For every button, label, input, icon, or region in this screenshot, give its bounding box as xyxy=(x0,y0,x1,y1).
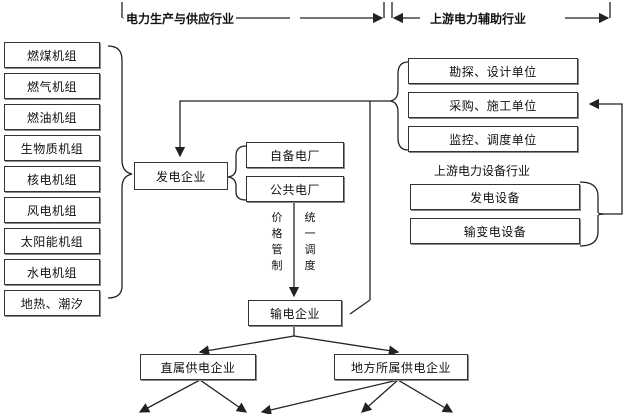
local-supply-company: 地方所属供电企业 xyxy=(334,354,468,380)
gen-type-oil: 燃油机组 xyxy=(4,104,100,130)
equipment-industry-title: 上游电力设备行业 xyxy=(432,162,533,179)
equipment-generation: 发电设备 xyxy=(410,184,580,210)
gen-type-wind: 风电机组 xyxy=(4,197,100,223)
gen-type-solar: 太阳能机组 xyxy=(4,228,100,254)
price-control-label: 价格管制 xyxy=(270,210,284,274)
header-upstream-aux: 上游电力辅助行业 xyxy=(428,10,529,27)
aux-survey-design: 勘探、设计单位 xyxy=(408,58,578,84)
gen-type-biomass: 生物质机组 xyxy=(4,135,100,161)
equipment-transmission: 输变电设备 xyxy=(410,218,580,244)
public-plant: 公共电厂 xyxy=(246,176,344,202)
gen-type-gas: 燃气机组 xyxy=(4,73,100,99)
direct-supply-company: 直属供电企业 xyxy=(140,354,256,380)
unified-dispatch-label: 统一调度 xyxy=(303,210,317,274)
gen-type-hydro: 水电机组 xyxy=(4,259,100,285)
captive-plant: 自备电厂 xyxy=(246,142,344,168)
aux-monitoring-dispatch: 监控、调度单位 xyxy=(408,126,578,152)
gen-type-coal: 燃煤机组 xyxy=(4,42,100,68)
transmission-company: 输电企业 xyxy=(248,300,342,326)
aux-procurement-construction: 采购、施工单位 xyxy=(408,92,578,118)
generation-company: 发电企业 xyxy=(134,162,228,190)
gen-type-nuclear: 核电机组 xyxy=(4,166,100,192)
header-production-supply: 电力生产与供应行业 xyxy=(124,10,237,27)
gen-type-geothermal-tidal: 地热、潮汐 xyxy=(4,290,100,316)
